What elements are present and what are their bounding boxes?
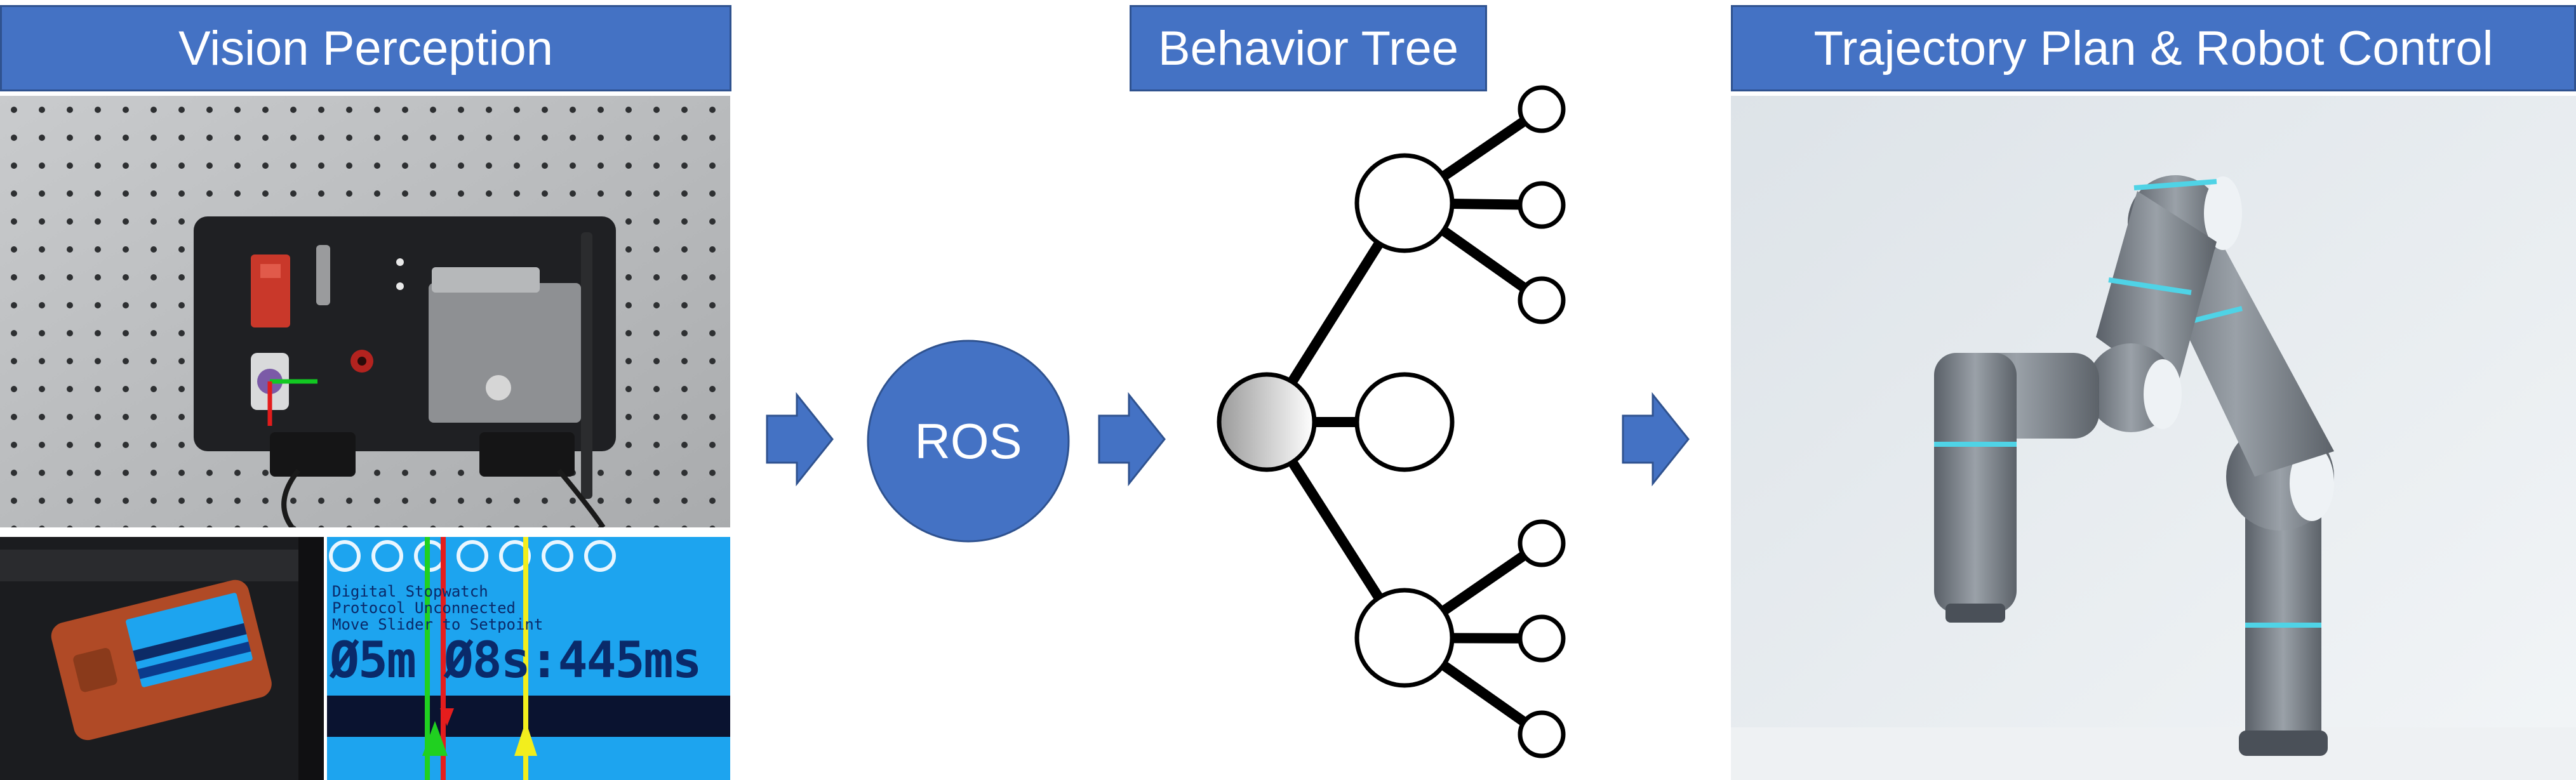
screen-line-2: Digital Stopwatch — [332, 583, 488, 600]
vision-perception-title: Vision Perception — [178, 21, 554, 76]
screen-line-3: Protocol Unconnected — [332, 599, 516, 617]
hinge-plate — [429, 283, 581, 423]
stopwatch-device-photo — [0, 537, 324, 780]
behavior-tree-title: Behavior Tree — [1158, 21, 1459, 76]
tree-node-action-mid — [1354, 372, 1455, 472]
robot-arm-photo — [1731, 96, 2576, 780]
tree-leaf-6 — [1518, 710, 1566, 758]
tree-leaf-3 — [1518, 276, 1566, 324]
arrow-right-icon — [1098, 392, 1166, 487]
screen-line-4: Move Slider to Setpoint — [332, 616, 544, 633]
tree-leaf-4 — [1518, 519, 1566, 567]
tree-leaf-1 — [1518, 85, 1566, 133]
robot-arm — [1934, 175, 2334, 756]
behavior-tree-banner: Behavior Tree — [1130, 5, 1487, 91]
arrow-right-icon — [1622, 392, 1690, 487]
tree-leaf-2 — [1518, 181, 1566, 229]
tree-node-seq-bottom — [1354, 588, 1455, 688]
trajectory-control-banner: Trajectory Plan & Robot Control — [1731, 5, 2576, 91]
tree-root-node — [1217, 372, 1317, 472]
vision-perception-banner: Vision Perception — [0, 5, 731, 91]
task-board-photo — [0, 96, 730, 527]
tree-leaf-5 — [1518, 614, 1566, 663]
tree-node-seq-top — [1354, 153, 1455, 253]
ros-node — [867, 340, 1070, 543]
screen-time: Ø5m Ø8s:445ms — [330, 632, 702, 689]
ros-label: ROS — [914, 413, 1022, 469]
stopwatch-screen: Digital Stopwatch Protocol Unconnected M… — [327, 537, 730, 780]
arrow-right-icon — [766, 392, 834, 487]
trajectory-control-title: Trajectory Plan & Robot Control — [1813, 21, 2493, 76]
